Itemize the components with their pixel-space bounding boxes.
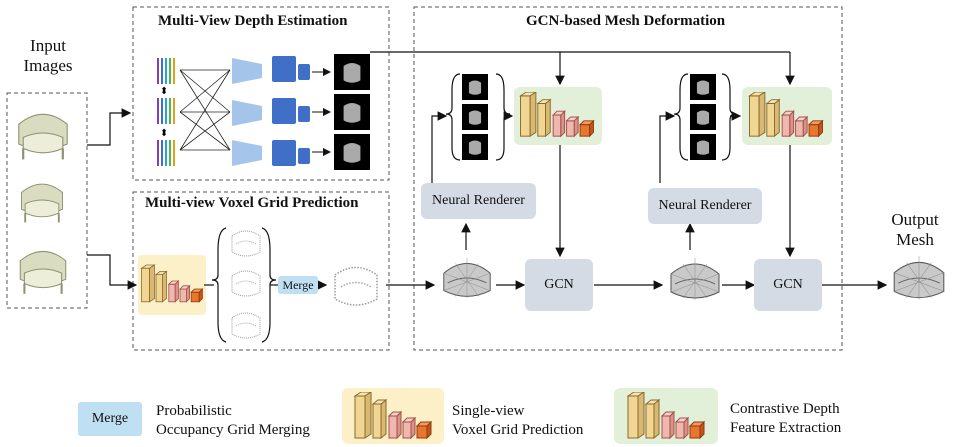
- legend-single-line1: Single-view: [452, 403, 525, 419]
- merged-voxel: [334, 266, 378, 306]
- legend-merge-text: Probabilistic Occupancy Grid Merging: [156, 402, 310, 440]
- voxel-prediction-frame: [132, 191, 390, 351]
- input-label-line1: Input: [30, 36, 66, 55]
- gcn-block-2: GCN: [754, 259, 822, 311]
- legend-merge-line2: Occupancy Grid Merging: [156, 422, 310, 438]
- legend-single-line2: Voxel Grid Prediction: [452, 422, 584, 438]
- legend-merge-line1: Probabilistic: [156, 403, 232, 419]
- merge-block: Merge: [278, 276, 318, 294]
- mesh-output: [893, 255, 945, 301]
- mesh-intermediate: [670, 257, 720, 301]
- input-chair-2: [20, 183, 64, 224]
- legend-merge-box: Merge: [78, 402, 142, 436]
- output-label-line2: Mesh: [896, 230, 934, 249]
- svg-text:⬍: ⬍: [160, 128, 168, 139]
- output-mesh-label: Output Mesh: [878, 210, 952, 250]
- svg-text:⬍: ⬍: [160, 86, 168, 97]
- depth-section-title: Multi-View Depth Estimation: [158, 13, 348, 29]
- gcn-block-1: GCN: [525, 259, 593, 311]
- legend-contrast-line2: Feature Extraction: [730, 420, 842, 436]
- input-images-label: Input Images: [8, 36, 88, 76]
- legend-contrast-line1: Contrastive Depth: [730, 401, 840, 417]
- input-chair-1: [17, 113, 69, 161]
- gcn-section-title: GCN-based Mesh Deformation: [526, 13, 726, 29]
- voxel-section-title: Multi-view Voxel Grid Prediction: [145, 195, 359, 211]
- gcn-deformation-frame: [413, 6, 843, 351]
- input-chair-3: [19, 250, 67, 295]
- legend-single-view-text: Single-view Voxel Grid Prediction: [452, 402, 583, 440]
- neural-renderer-1: Neural Renderer: [421, 183, 536, 219]
- output-label-line1: Output: [891, 210, 939, 229]
- legend-contrastive-text: Contrastive Depth Feature Extraction: [730, 400, 841, 438]
- depth-estimation-frame: [132, 6, 390, 181]
- mesh-initial: [443, 257, 491, 299]
- neural-renderer-2: Neural Renderer: [648, 188, 762, 224]
- input-label-line2: Images: [23, 56, 73, 75]
- depth-network: ⬍ ⬍: [157, 54, 370, 170]
